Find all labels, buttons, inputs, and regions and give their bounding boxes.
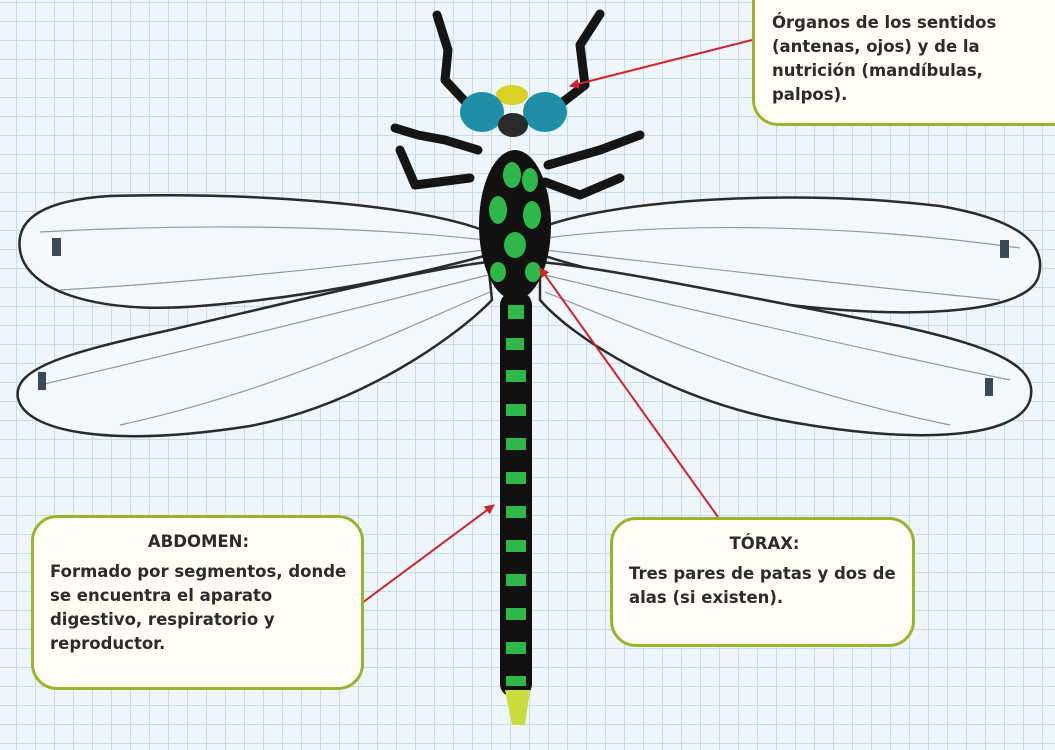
- callout-abdomen: ABDOMEN: Formado por segmentos, donde se…: [31, 515, 364, 690]
- callout-head-text: Órganos de los sentidos (antenas, ojos) …: [772, 11, 1054, 107]
- callout-abdomen-text: Formado por segmentos, donde se encuentr…: [50, 560, 347, 656]
- callout-head: Órganos de los sentidos (antenas, ojos) …: [752, 0, 1055, 126]
- tail-tip: [505, 690, 530, 725]
- arrow-to-head: [570, 40, 752, 86]
- dragonfly-body: [479, 150, 551, 725]
- callout-abdomen-title: ABDOMEN:: [50, 530, 347, 554]
- callout-thorax-text: Tres pares de patas y dos de alas (si ex…: [629, 562, 900, 610]
- arrow-to-abdomen: [358, 505, 494, 606]
- abdomen-shape: [500, 292, 532, 697]
- callout-thorax-title: TÓRAX:: [629, 532, 900, 556]
- callout-thorax: TÓRAX: Tres pares de patas y dos de alas…: [610, 517, 915, 647]
- dragonfly-head: [460, 85, 567, 137]
